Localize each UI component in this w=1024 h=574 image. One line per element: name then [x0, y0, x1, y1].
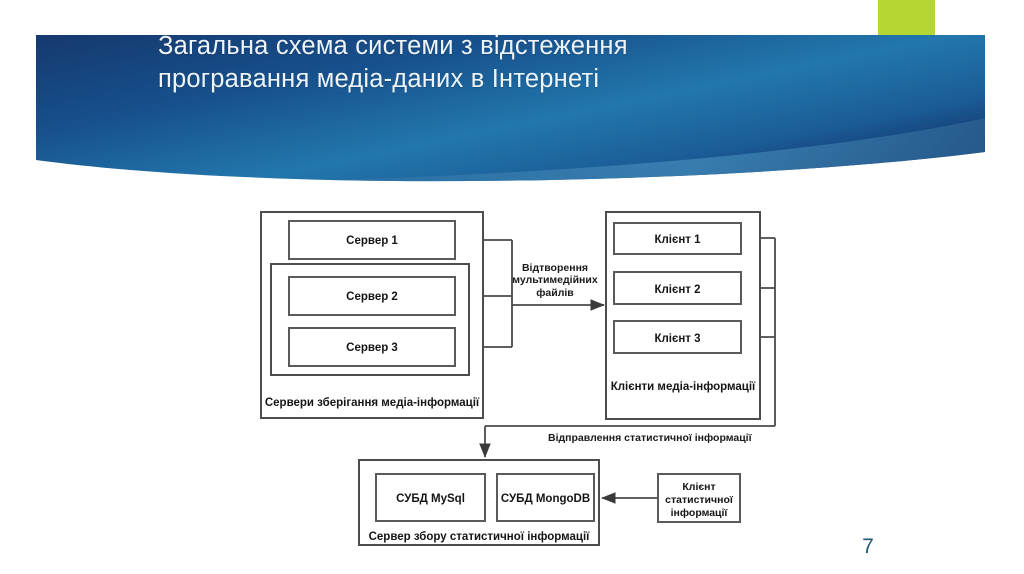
- stats-client-box[interactable]: Клієнт статистичної інформації: [657, 473, 741, 523]
- mongodb-dbms-label: СУБД MongoDB: [500, 493, 591, 505]
- client-3-label: Клієнт 3: [654, 333, 701, 345]
- stats-server-group-caption: Сервер збору статистичної інформації: [368, 531, 590, 543]
- client-2-label: Клієнт 2: [654, 284, 701, 296]
- mongodb-dbms-box[interactable]: СУБД MongoDB: [496, 473, 595, 522]
- server-2-box[interactable]: Сервер 2: [288, 276, 456, 316]
- client-3-box[interactable]: Клієнт 3: [613, 320, 742, 354]
- slide-page-number: 7: [862, 535, 874, 558]
- servers-group-caption: Сервери зберігання медіа-інформації: [264, 397, 480, 409]
- edge-label-playback: Відтворення мультимедійних файлів: [512, 262, 598, 299]
- clients-group-caption: Клієнти медіа-інформації: [610, 381, 756, 393]
- client-2-box[interactable]: Клієнт 2: [613, 271, 742, 305]
- page-title: Загальна схема системи з відстеження про…: [158, 32, 628, 93]
- server-3-box[interactable]: Сервер 3: [288, 327, 456, 367]
- stats-client-label: Клієнт статистичної інформації: [665, 481, 733, 520]
- client-1-box[interactable]: Клієнт 1: [613, 222, 742, 255]
- mysql-dbms-label: СУБД MySql: [396, 493, 465, 505]
- edge-label-statistics: Відправлення статистичної інформації: [548, 432, 752, 444]
- server-1-box[interactable]: Сервер 1: [288, 220, 456, 260]
- server-3-label: Сервер 3: [346, 342, 398, 354]
- mysql-dbms-box[interactable]: СУБД MySql: [375, 473, 486, 522]
- server-1-label: Сервер 1: [346, 235, 398, 247]
- server-2-label: Сервер 2: [346, 291, 398, 303]
- client-1-label: Клієнт 1: [654, 234, 701, 246]
